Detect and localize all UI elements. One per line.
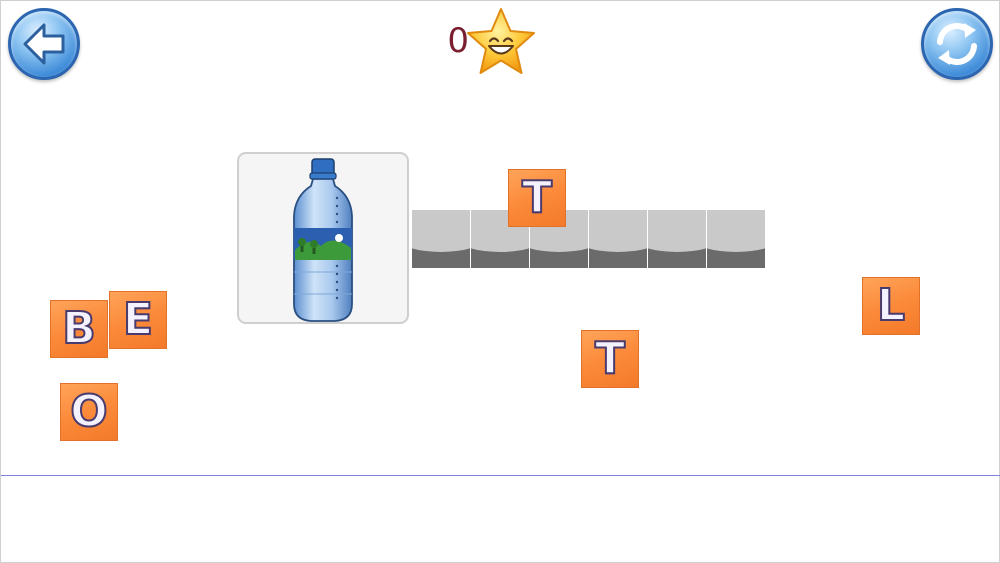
letter-tile-e[interactable]: E [109, 291, 167, 349]
letter-slot[interactable] [412, 210, 470, 268]
letter-tile-t-placed[interactable]: T [508, 169, 566, 227]
letter-tile-l[interactable]: L [862, 277, 920, 335]
letter-slot[interactable] [589, 210, 647, 268]
water-bottle-image [293, 158, 353, 322]
smiling-star-icon [467, 8, 535, 74]
back-button[interactable] [8, 8, 80, 80]
letter-slot[interactable] [707, 210, 765, 268]
letter-tile-b[interactable]: B [50, 300, 108, 358]
play-area-divider [1, 475, 1000, 476]
back-arrow-icon [23, 23, 65, 65]
restart-button[interactable] [921, 8, 993, 80]
refresh-icon [937, 23, 977, 65]
letter-tile-o[interactable]: O [60, 383, 118, 441]
letter-slot[interactable] [530, 210, 588, 268]
letter-tile-t[interactable]: T [581, 330, 639, 388]
picture-card [237, 152, 409, 324]
letter-slot[interactable] [648, 210, 706, 268]
score-value: 0 [447, 21, 469, 61]
